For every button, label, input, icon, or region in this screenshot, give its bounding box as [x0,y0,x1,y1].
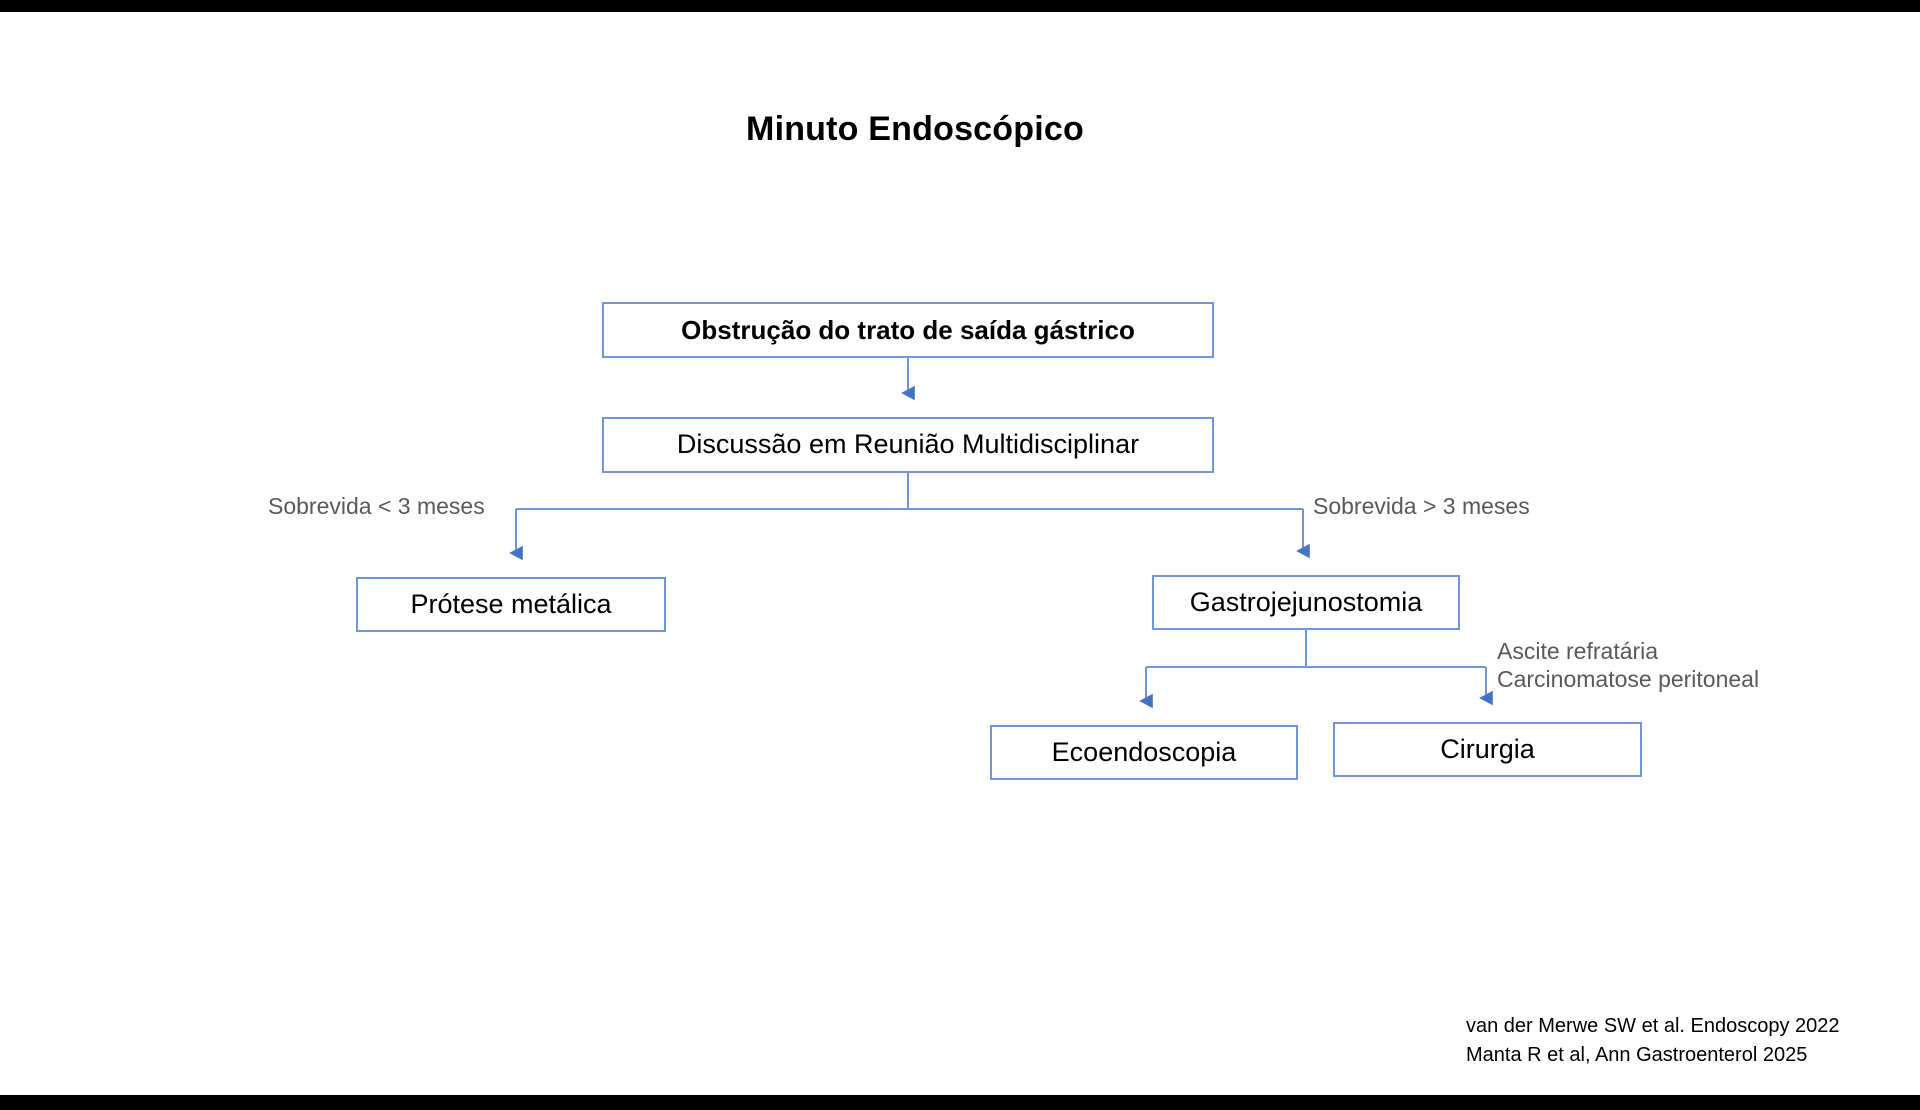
letterbox-bottom [0,1095,1920,1110]
reference-line-1: van der Merwe SW et al. Endoscopy 2022 [1466,1015,1840,1037]
node-protese-metalica[interactable]: Prótese metálica [356,577,666,632]
edge-label-sobrevida-menor-3-meses: Sobrevida < 3 meses [268,493,485,519]
flowchart-connectors [509,346,1493,709]
node-obstrucao-trato-saida-gastrico[interactable]: Obstrução do trato de saída gástrico [602,302,1214,358]
letterbox-top [0,0,1920,12]
slide-canvas: Minuto Endoscópico Obs [0,12,1920,1095]
edge-label-ascite-refrataria: Ascite refratária [1497,638,1659,664]
node-gastrojejunostomia[interactable]: Gastrojejunostomia [1152,575,1460,630]
node-ecoendoscopia[interactable]: Ecoendoscopia [990,725,1298,780]
page-title: Minuto Endoscópico [746,110,1084,148]
edge-label-indicacao-cirurgia: Ascite refratária Carcinomatose peritone… [1497,637,1759,693]
node-cirurgia[interactable]: Cirurgia [1333,722,1642,777]
node-discussao-reuniao-multidisciplinar[interactable]: Discussão em Reunião Multidisciplinar [602,417,1214,473]
edge-label-sobrevida-maior-3-meses: Sobrevida > 3 meses [1313,493,1530,519]
reference-line-2: Manta R et al, Ann Gastroenterol 2025 [1466,1044,1808,1066]
references-block: van der Merwe SW et al. Endoscopy 2022 M… [1466,1012,1886,1070]
edge-label-carcinomatose-peritoneal: Carcinomatose peritoneal [1497,666,1760,693]
